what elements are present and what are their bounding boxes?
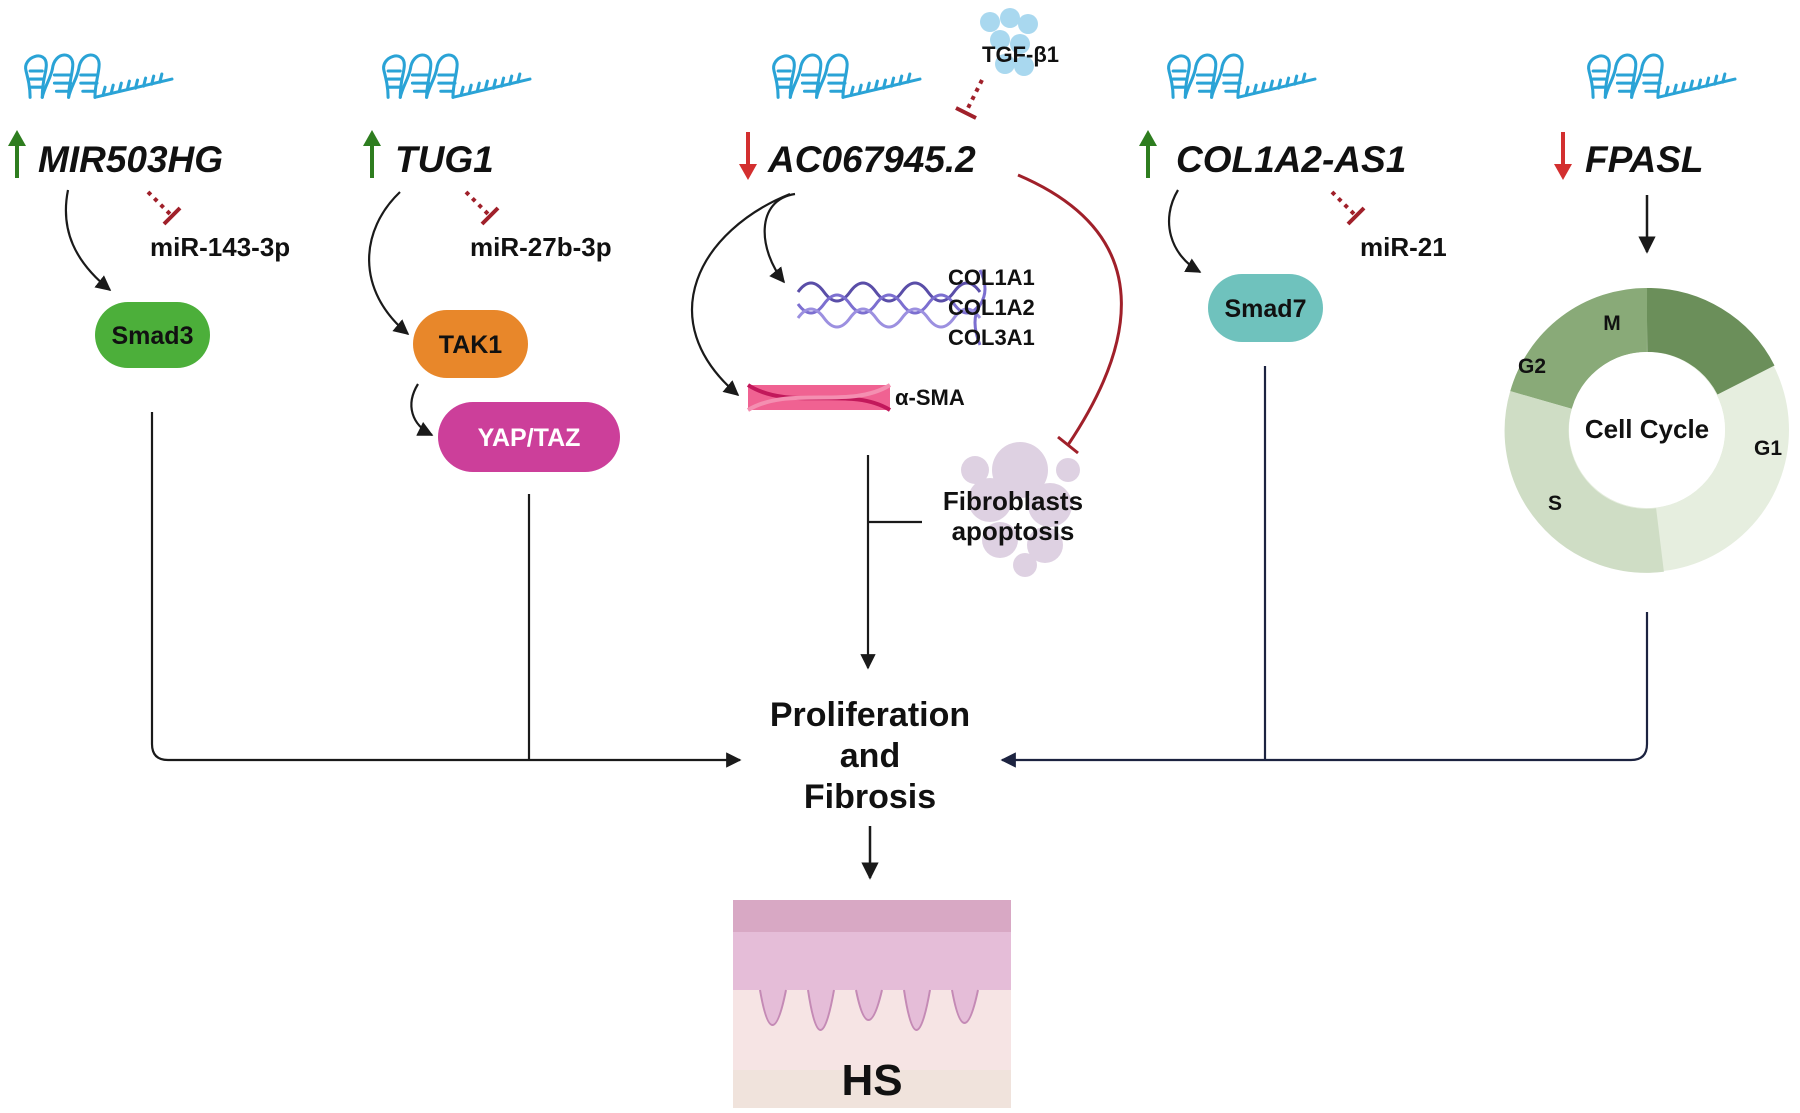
gene-label: COL1A2-AS1 [1176, 139, 1406, 180]
collagen-label: COL3A1 [948, 325, 1035, 350]
collagen-icon [796, 269, 987, 346]
up-arrow-icon [1139, 130, 1157, 178]
down-arrow-icon [1554, 132, 1572, 180]
node-label: TAK1 [439, 331, 503, 359]
inhibition-tgf [955, 79, 984, 120]
activation-arrow [64, 189, 112, 291]
gene-ac067945: AC067945.2 [739, 132, 976, 180]
node-label: Smad7 [1225, 295, 1307, 323]
collagen-label: COL1A2 [948, 295, 1035, 320]
hs-label: HS [841, 1056, 902, 1105]
rna-icon [24, 53, 174, 99]
gene-label: AC067945.2 [767, 139, 976, 180]
tgf-beta-icon [980, 8, 1038, 76]
outcome-line3: Fibrosis [804, 778, 936, 816]
activation-arrow [691, 192, 791, 396]
node-label: YAP/TAZ [478, 424, 581, 452]
apoptotic-cell-icon [961, 442, 1080, 577]
gene-label: TUG1 [395, 139, 494, 180]
up-arrow-icon [8, 130, 26, 178]
converge-right-arrow [1000, 612, 1649, 768]
node-label: Smad3 [112, 322, 194, 350]
phase-label: G2 [1518, 355, 1546, 378]
gene-label: FPASL [1585, 139, 1704, 180]
alpha-sma-icon [746, 383, 892, 412]
rna-icon [1167, 53, 1317, 99]
skin-tissue-icon [733, 900, 1011, 1108]
activation-arrow [1167, 189, 1202, 273]
apoptosis-label: apoptosis [952, 516, 1075, 546]
asma-label: α-SMA [895, 385, 965, 410]
activation-arrow [410, 383, 434, 436]
converge-left-arrow [150, 412, 742, 768]
rna-icon [772, 53, 922, 99]
inhibition-mir-143 [146, 190, 182, 226]
tak1-node: TAK1 [413, 310, 528, 378]
phase-label: M [1603, 312, 1621, 335]
yap-taz-node: YAP/TAZ [438, 402, 620, 472]
gene-mir503hg: MIR503HG [8, 130, 223, 180]
inhibition-bar [1057, 435, 1079, 455]
inhibition-line [1017, 173, 1123, 446]
activation-arrow [763, 192, 796, 284]
up-arrow-icon [363, 130, 381, 178]
outcome-line1: Proliferation [770, 696, 970, 734]
mirna-label: miR-21 [1360, 232, 1447, 262]
tgf-label: TGF-β1 [982, 42, 1059, 67]
cell-cycle-title: Cell Cycle [1585, 414, 1709, 444]
gene-tug1: TUG1 [363, 130, 494, 180]
rna-icon [382, 53, 532, 99]
inhibition-mir-27b [464, 190, 500, 226]
smad3-node: Smad3 [95, 302, 210, 368]
mirna-label: miR-27b-3p [470, 232, 612, 262]
gene-fpasl: FPASL [1554, 132, 1704, 180]
phase-label: S [1548, 492, 1562, 515]
activation-arrow [368, 191, 410, 335]
mirna-label: miR-143-3p [150, 232, 290, 262]
outcome-line2: and [840, 737, 900, 775]
gene-col1a2-as1: COL1A2-AS1 [1139, 130, 1406, 180]
phase-label: G1 [1754, 437, 1782, 460]
cell-cycle-ring [1504, 287, 1789, 573]
inhibition-mir-21 [1330, 190, 1366, 226]
down-arrow-icon [739, 132, 757, 180]
collagen-label: COL1A1 [948, 265, 1035, 290]
smad7-node: Smad7 [1208, 274, 1323, 342]
apoptosis-label: Fibroblasts [943, 486, 1083, 516]
rna-icon [1587, 53, 1737, 99]
gene-label: MIR503HG [38, 139, 223, 180]
